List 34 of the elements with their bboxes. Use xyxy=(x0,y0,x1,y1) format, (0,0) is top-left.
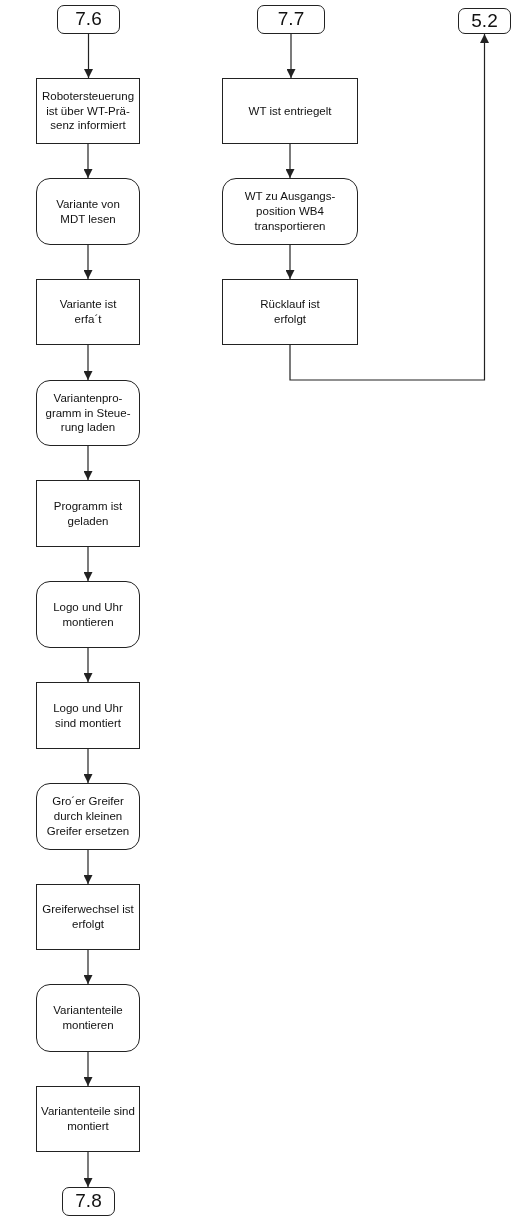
arrow xyxy=(83,445,93,481)
arrow xyxy=(285,244,295,280)
arrow xyxy=(83,546,93,582)
arrow xyxy=(83,1151,93,1188)
connector-box: 5.2 xyxy=(458,8,511,34)
action-box: Gro´er Greifer durch kleinen Greifer ersetzen xyxy=(36,783,140,850)
action-box: Variantenpro- gramm in Steue- rung laden xyxy=(36,380,140,446)
state-box: Variantenteile sind montiert xyxy=(36,1086,140,1152)
arrow xyxy=(83,344,93,381)
arrow xyxy=(83,244,93,280)
arrow xyxy=(83,849,93,885)
action-box: Variante von MDT lesen xyxy=(36,178,140,245)
state-box: Greiferwechsel ist erfolgt xyxy=(36,884,140,950)
arrow xyxy=(285,143,295,179)
arrow xyxy=(289,33,489,381)
state-box: Rücklauf ist erfolgt xyxy=(222,279,358,345)
state-box: WT ist entriegelt xyxy=(222,78,358,144)
connector-box: 7.6 xyxy=(57,5,120,34)
arrow xyxy=(83,748,93,784)
connector-box: 7.7 xyxy=(257,5,325,34)
action-box: Variantenteile montieren xyxy=(36,984,140,1052)
arrow xyxy=(83,143,93,179)
state-box: Programm ist geladen xyxy=(36,480,140,547)
state-box: Robotersteuerung ist über WT-Prä- senz informiert xyxy=(36,78,140,144)
action-box: Logo und Uhr montieren xyxy=(36,581,140,648)
action-box: WT zu Ausgangs- position WB4 transportieren xyxy=(222,178,358,245)
arrow xyxy=(83,949,93,985)
state-box: Logo und Uhr sind montiert xyxy=(36,682,140,749)
state-box: Variante ist erfa´t xyxy=(36,279,140,345)
arrow xyxy=(84,33,93,79)
connector-box: 7.8 xyxy=(62,1187,115,1216)
arrow xyxy=(83,647,93,683)
arrow xyxy=(286,33,296,79)
arrow xyxy=(83,1051,93,1087)
